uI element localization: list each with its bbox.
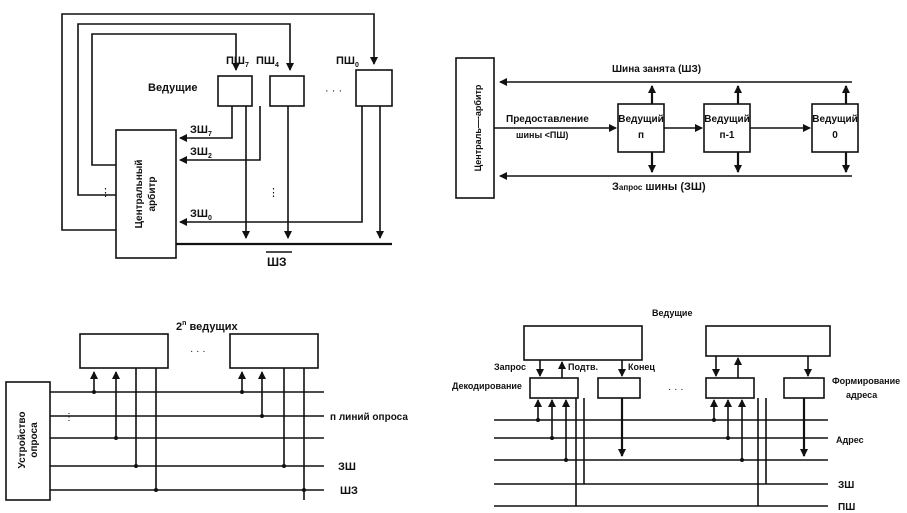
masters-ellipsis-3: · · ·	[190, 346, 206, 357]
poll-lines-label: п линий опроса	[330, 412, 408, 423]
polled-master-box-1	[79, 333, 169, 369]
master-box-0-chain	[811, 103, 859, 153]
grant-line-4	[77, 23, 294, 196]
dec-master-box-2	[705, 325, 831, 357]
decoder-box-1	[529, 377, 579, 399]
left-dots: ⋮	[100, 187, 111, 199]
poll-dots: ⋮	[64, 412, 74, 423]
arbiter-label-line2: арбитр	[146, 177, 158, 212]
address-form-label-2: адреса	[846, 390, 878, 400]
address-label: Адрес	[836, 435, 864, 445]
master-n-number: п	[638, 130, 644, 141]
central-arbiter-box	[115, 129, 177, 259]
master-box-7	[217, 75, 253, 107]
busy-bus-label: Шина занята (ШЗ)	[612, 64, 701, 75]
request-signal-label: Запрос	[494, 362, 526, 372]
grant-label-4: ПШ4	[256, 55, 279, 69]
addr-former-box-2	[783, 377, 825, 399]
master-n-1-number: п-1	[720, 130, 735, 141]
dec-master-box-1	[523, 325, 643, 361]
master-box-4	[269, 75, 305, 107]
request-label-7: ЗШ7	[190, 124, 212, 138]
end-signal-label: Конец	[628, 362, 655, 372]
diagram-daisy-chain: Централь—-арбитр Шина занята (ШЗ) Запрос…	[455, 57, 859, 199]
ack-signal-label: Подтв.	[568, 362, 598, 372]
grant-label-line1: Предоставление	[506, 114, 589, 125]
poller-label-line1: Устройство	[17, 412, 28, 469]
grant-label-0: ПШ0	[336, 55, 359, 69]
grant-line-7	[91, 33, 240, 166]
units-ellipsis: · · ·	[668, 384, 684, 395]
addr-former-box-1	[597, 377, 641, 399]
request-line-2	[179, 106, 261, 164]
request-line-7	[179, 106, 233, 142]
masters-label: Ведущие	[148, 82, 197, 94]
arbiter-label-2: Централь—-арбитр	[473, 84, 483, 171]
master-box-n	[617, 103, 665, 153]
master-box-n-1	[703, 103, 751, 153]
grant-label-line2: шины <ПШ)	[516, 130, 568, 140]
master-0-number: 0	[832, 130, 838, 141]
masters-label-4: Ведущие	[652, 308, 692, 318]
diagram-decentralized: Ведущие Запрос Подтв. Конец Декодировани…	[452, 308, 900, 513]
poller-label-line2: опроса	[29, 422, 40, 458]
diagram-centralized-parallel-arbitration: Центральный арбитр Ведущие · · · ПШ7 ПШ4…	[61, 13, 393, 269]
arbiter-label-line1: Центральный	[134, 160, 145, 229]
masters-count-label: 2n ведущих	[176, 320, 238, 333]
grant-label-7: ПШ7	[226, 55, 249, 69]
diagram-polling: 2n ведущих · · · Устройство опроса ⋮ п л…	[5, 320, 408, 501]
master-n-name: Ведущий	[618, 114, 664, 125]
middle-dots: ⋮	[268, 187, 279, 199]
masters-ellipsis: · · ·	[325, 85, 342, 97]
grant-line-label-4: ПШ	[838, 502, 855, 513]
request-line-0	[179, 106, 363, 226]
request-label-0: ЗШ0	[190, 208, 212, 222]
busy-line-label-3: ШЗ	[340, 485, 358, 497]
request-label-2: ЗШ2	[190, 146, 212, 160]
polled-master-box-2	[229, 333, 319, 369]
request-line-label-4: ЗШ	[838, 480, 854, 491]
master-0-name: Ведущий	[812, 114, 858, 125]
master-box-0	[355, 69, 393, 107]
decode-label: Декодирование	[452, 381, 522, 391]
master-n-1-name: Ведущий	[704, 114, 750, 125]
grant-line-0	[61, 13, 378, 231]
busy-line-label: ШЗ	[267, 255, 287, 269]
decoder-box-2	[705, 377, 755, 399]
address-form-label-1: Формирование	[832, 376, 900, 386]
request-line-label-3: ЗШ	[338, 461, 356, 473]
poller-box	[5, 381, 51, 501]
